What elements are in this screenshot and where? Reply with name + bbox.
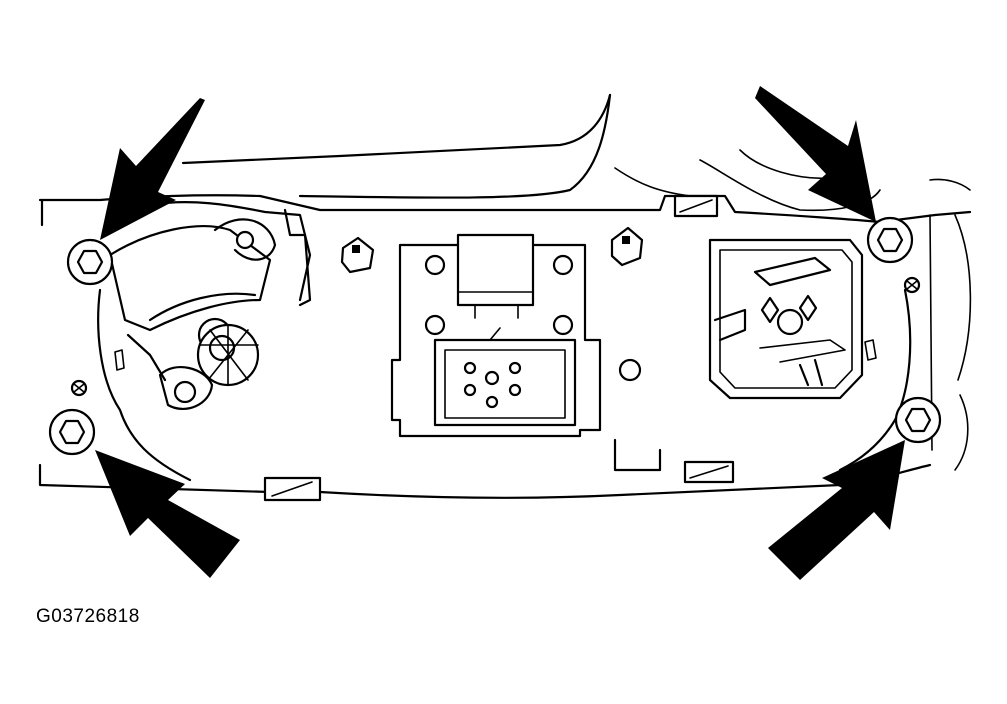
arrow-lower-left — [95, 450, 240, 578]
mode-switch-assembly — [390, 233, 642, 438]
upper-right-bolt — [866, 216, 914, 264]
lower-left-bolt — [48, 408, 96, 456]
lower-right-bolt — [894, 396, 942, 444]
upper-left-bolt — [66, 238, 114, 286]
dash-upper-trim — [181, 93, 971, 212]
figure-code: G03726818 — [36, 606, 140, 627]
side-details — [70, 276, 921, 397]
arrow-upper-right — [755, 86, 876, 222]
arrow-upper-left — [100, 98, 205, 240]
retaining-clip-left — [340, 236, 375, 274]
bezel-tabs — [263, 194, 735, 502]
temperature-control-housing — [708, 238, 877, 400]
retaining-clip-right — [610, 226, 644, 267]
arrow-lower-right — [768, 440, 905, 580]
blend-door-actuator — [108, 201, 312, 410]
